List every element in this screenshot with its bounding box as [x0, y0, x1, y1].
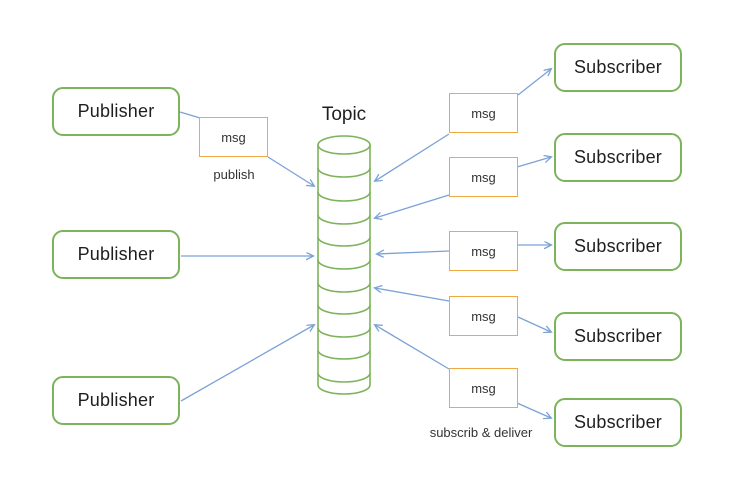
publish-arrows	[179, 111, 314, 402]
arrow-publisher1-to-msg	[179, 111, 201, 119]
subscriber-box: Subscriber	[554, 43, 682, 92]
publisher-label: Publisher	[77, 101, 155, 121]
subscriber-box: Subscriber	[554, 398, 682, 447]
msg-box: msg	[199, 117, 268, 157]
topic-label: Topic	[321, 104, 367, 125]
subscriber-box: Subscriber	[554, 222, 682, 271]
publish-annotation: publish	[213, 167, 255, 182]
msg-box: msg	[449, 368, 518, 408]
arrow-msg2-to-subscriber2	[516, 157, 551, 168]
arrow-msg4-to-topic	[375, 288, 450, 302]
subscriber-box: Subscriber	[554, 312, 682, 361]
msg-label: msg	[471, 105, 496, 121]
msg-label: msg	[221, 129, 246, 145]
subscriber-label: Subscriber	[573, 236, 663, 256]
arrow-msg1-to-subscriber1	[517, 69, 551, 96]
subscribe-arrows	[375, 133, 450, 370]
subscriber-box: Subscriber	[554, 133, 682, 182]
arrow-msg4-to-subscriber4	[517, 316, 551, 332]
publisher-box: Publisher	[52, 87, 180, 136]
msg-box: msg	[449, 231, 518, 271]
arrow-msg5-to-subscriber5	[516, 402, 551, 418]
topic-cylinder	[317, 135, 371, 395]
subscriber-label: Subscriber	[573, 326, 663, 346]
msg-box: msg	[449, 93, 518, 133]
arrow-msg1-to-topic	[375, 133, 450, 181]
publisher-label: Publisher	[77, 244, 155, 264]
arrow-publisher3-to-topic	[180, 325, 314, 402]
subscriber-label: Subscriber	[573, 412, 663, 432]
subscriber-label: Subscriber	[573, 147, 663, 167]
arrow-msg3-to-topic	[377, 251, 450, 254]
subscribe-deliver-annotation: subscrib & deliver	[429, 425, 533, 440]
subscriber-label: Subscriber	[573, 57, 663, 77]
msg-label: msg	[471, 169, 496, 185]
arrow-msg-to-topic	[267, 156, 314, 186]
publisher-box: Publisher	[52, 230, 180, 279]
msg-label: msg	[471, 308, 496, 324]
msg-label: msg	[471, 243, 496, 259]
publisher-label: Publisher	[77, 390, 155, 410]
deliver-arrows	[516, 69, 551, 418]
arrow-msg5-to-topic	[375, 325, 450, 370]
msg-box: msg	[449, 157, 518, 197]
arrow-msg2-to-topic	[375, 194, 450, 218]
msg-box: msg	[449, 296, 518, 336]
msg-label: msg	[471, 380, 496, 396]
publisher-box: Publisher	[52, 376, 180, 425]
